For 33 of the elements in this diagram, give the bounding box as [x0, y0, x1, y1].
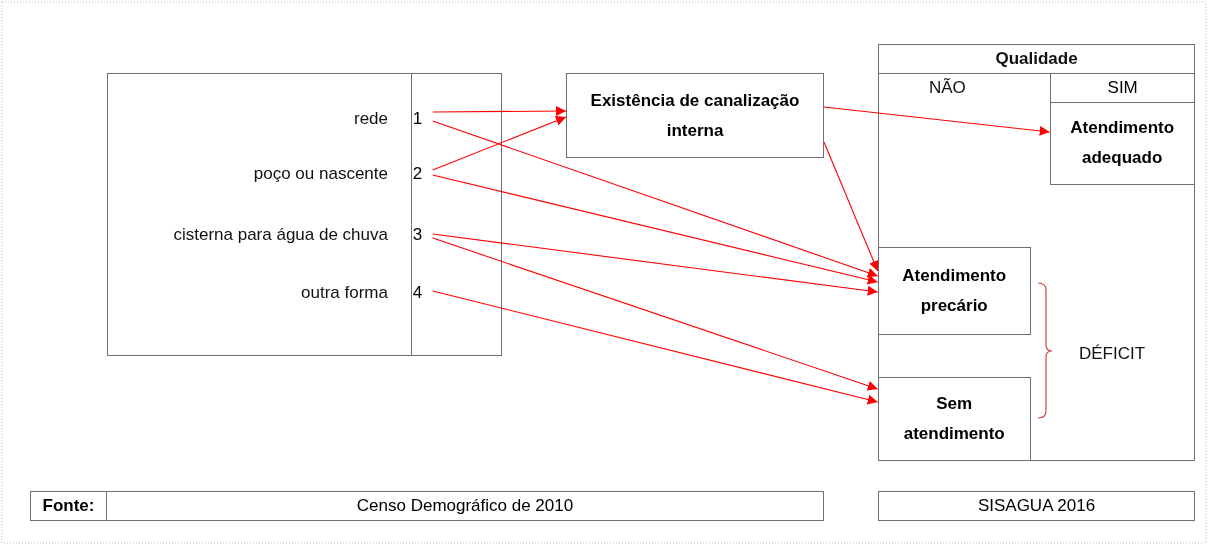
source-cell: Censo Demográfico de 2010	[107, 491, 824, 521]
column-heading: NÃO	[929, 78, 966, 98]
option-number: 2	[412, 159, 433, 188]
arrow	[432, 174, 879, 285]
arrow	[432, 290, 879, 405]
arrow	[823, 141, 879, 272]
arrow	[823, 106, 1051, 136]
option-label: poço ou nascente	[253, 164, 388, 184]
option-label: cisterna para água de chuva	[173, 225, 388, 245]
quality-panel	[878, 44, 1195, 461]
box-text: Sem atendimento	[902, 392, 1006, 445]
arrow	[432, 233, 879, 296]
result-box	[877, 246, 1031, 335]
box-text: Atendimento precário	[901, 264, 1008, 317]
arrow	[432, 120, 879, 278]
deficit-label: DÉFICIT	[1079, 344, 1146, 364]
process-box	[566, 73, 824, 158]
option-number: 4	[412, 278, 433, 307]
option-label: outra forma	[301, 283, 388, 303]
box-text: Atendimento adequado	[1069, 117, 1176, 170]
arrow	[432, 237, 879, 391]
result-box	[877, 376, 1031, 461]
panel-heading: Qualidade	[994, 49, 1079, 69]
result-box	[1049, 101, 1195, 185]
source-heading: Fonte:	[30, 491, 107, 521]
option-number: 1	[412, 104, 433, 133]
arrow	[432, 116, 567, 171]
box-text: Existência de canalização interna	[589, 89, 801, 142]
arrow	[432, 106, 567, 117]
option-number: 3	[412, 220, 433, 249]
box-outline	[107, 73, 502, 356]
source-cell: SISAGUA 2016	[878, 491, 1195, 521]
option-label: rede	[353, 109, 388, 129]
